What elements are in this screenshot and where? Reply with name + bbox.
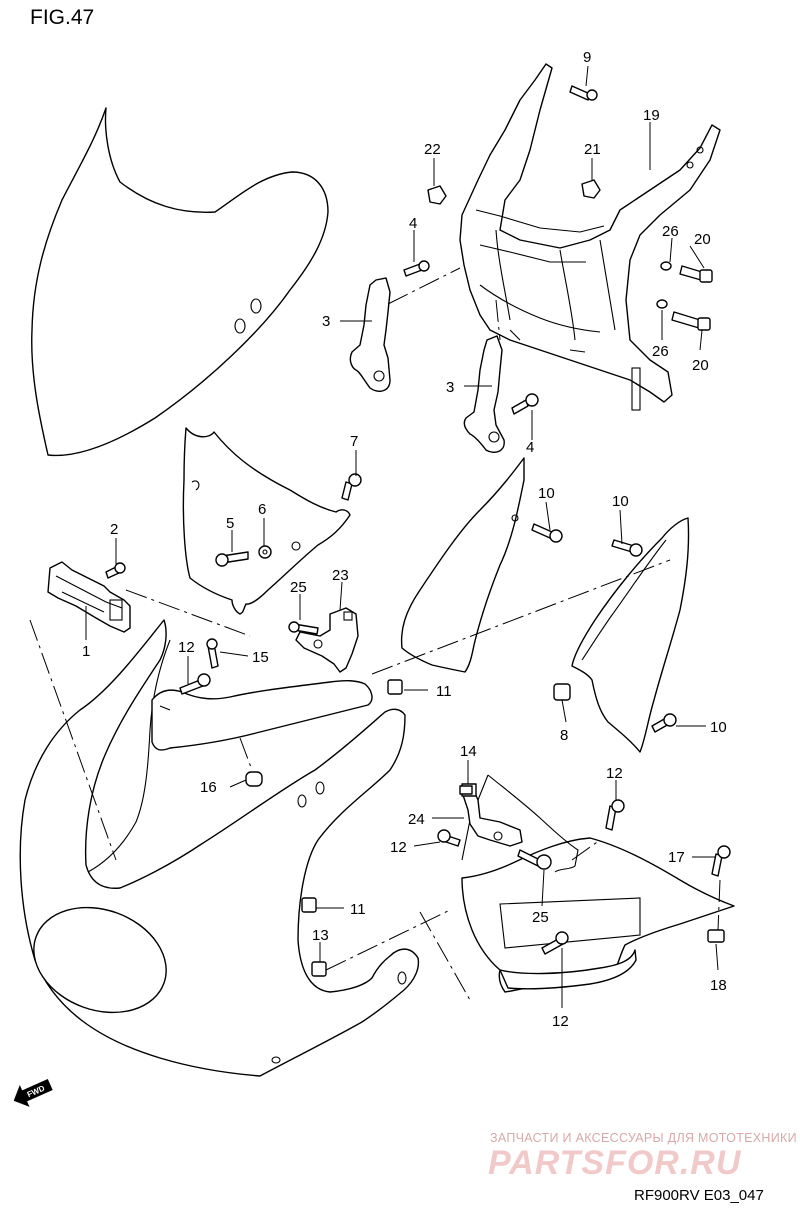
meter-bracket — [459, 63, 721, 411]
cowl-lower-strip — [151, 679, 373, 751]
callout-24: 24 — [408, 811, 425, 828]
callout-12-middle: 12 — [390, 839, 407, 856]
callout-12-lower: 12 — [552, 1013, 569, 1030]
callout-4-lower: 4 — [526, 439, 534, 456]
callout-26-upper: 26 — [662, 223, 679, 240]
callout-22: 22 — [424, 141, 441, 158]
stay-bracket-left — [349, 277, 391, 392]
callout-9: 9 — [583, 49, 591, 66]
callout-12-left: 12 — [178, 639, 195, 656]
figure-reference: RF900RV E03_047 — [634, 1187, 764, 1204]
watermark-caption: ЗАПЧАСТИ И АКСЕССУАРЫ ДЛЯ МОТОТЕХНИКИ — [490, 1131, 797, 1145]
bracket-23 — [295, 607, 359, 673]
callout-11-lower: 11 — [350, 901, 366, 918]
fastener-set — [105, 85, 731, 977]
forward-arrow-icon: FWD — [13, 1079, 53, 1107]
windscreen — [31, 107, 329, 457]
callout-18: 18 — [710, 977, 727, 994]
callout-10-middle: 10 — [538, 485, 555, 502]
callout-13: 13 — [312, 927, 329, 944]
callout-2: 2 — [110, 521, 118, 538]
centre-lines — [29, 267, 721, 1001]
watermark: ЗАПЧАСТИ И АКСЕССУАРЫ ДЛЯ МОТОТЕХНИКИ PA… — [488, 1131, 797, 1182]
inner-panel-left — [182, 427, 351, 615]
callout-20-lower: 20 — [692, 357, 709, 374]
callout-25-upper: 25 — [290, 579, 307, 596]
callout-10-lower: 10 — [710, 719, 727, 736]
lower-cowl-right — [461, 774, 735, 993]
watermark-brand: PARTSFOR.RU — [488, 1144, 742, 1182]
side-panel-middle — [400, 457, 525, 673]
callout-26-lower: 26 — [652, 343, 669, 360]
leader-lines — [85, 65, 719, 1008]
callout-23: 23 — [332, 567, 349, 584]
callout-15: 15 — [252, 649, 269, 666]
front-cowl — [19, 619, 420, 1077]
callout-20-upper: 20 — [694, 231, 711, 248]
callout-17: 17 — [668, 849, 685, 866]
callout-12-upper-right: 12 — [606, 765, 623, 782]
callout-8: 8 — [560, 727, 568, 744]
callout-3-left: 3 — [322, 313, 330, 330]
callout-16: 16 — [200, 779, 217, 796]
callout-labels: 9 19 22 21 4 26 20 3 26 20 3 4 7 10 10 5… — [82, 49, 727, 1030]
figure-title: FIG.47 — [30, 6, 94, 29]
callout-4-upper: 4 — [409, 215, 417, 232]
callout-11-upper: 11 — [436, 683, 452, 700]
callout-5: 5 — [226, 515, 234, 532]
callout-7: 7 — [350, 433, 358, 450]
mirror-bracket — [47, 561, 131, 633]
callout-1: 1 — [82, 643, 90, 660]
callout-19: 19 — [643, 107, 660, 124]
side-panel-right — [571, 517, 690, 753]
callout-3-middle: 3 — [446, 379, 454, 396]
callout-25-lower: 25 — [532, 909, 549, 926]
callout-6: 6 — [258, 501, 266, 518]
callout-10-right: 10 — [612, 493, 629, 510]
callout-14: 14 — [460, 743, 477, 760]
stay-bracket-middle — [463, 335, 505, 453]
callout-21: 21 — [584, 141, 601, 158]
